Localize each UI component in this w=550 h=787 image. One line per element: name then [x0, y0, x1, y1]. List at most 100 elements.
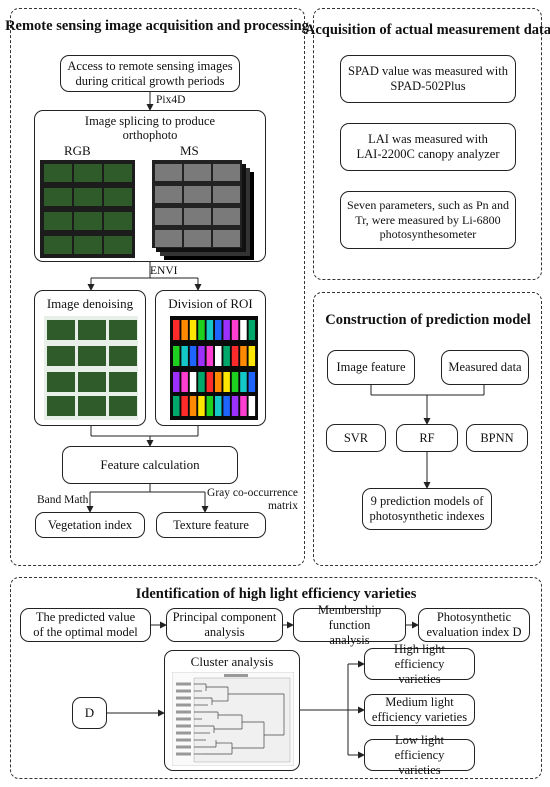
ms-plot	[155, 186, 182, 203]
roi-strip	[173, 346, 180, 366]
d-box: D	[72, 697, 107, 729]
field-plot	[104, 212, 132, 230]
roi-strip	[223, 320, 230, 340]
pca-box: Principal component analysis	[166, 608, 283, 642]
band-math-label: Band Math	[37, 494, 89, 506]
ms-label: MS	[180, 143, 199, 158]
denoised-plot	[78, 396, 106, 416]
prediction-models-box: 9 prediction models of photosynthetic in…	[362, 488, 492, 530]
roi-strip	[198, 346, 205, 366]
roi-strip	[181, 396, 188, 416]
roi-strip	[248, 396, 256, 416]
roi-strip	[173, 396, 180, 416]
panel-title-remote-sensing: Remote sensing image acquisition and pro…	[5, 18, 309, 34]
ms-plot	[155, 230, 182, 247]
field-plot	[104, 164, 132, 182]
field-plot	[74, 236, 102, 254]
high-efficiency-box: High light efficiency varieties	[364, 642, 475, 686]
access-images-box: Access to remote sensing images during c…	[60, 55, 240, 92]
roi-strip	[240, 320, 247, 340]
dendrogram-leaf-label	[176, 696, 191, 700]
roi-strip	[173, 320, 180, 340]
dendrogram-leaf-label	[176, 752, 191, 756]
cluster-analysis-title: Cluster analysis	[190, 654, 274, 669]
panel-title-measurement: Acquisition of actual measurement data	[304, 22, 550, 38]
denoised-plot	[47, 320, 75, 340]
denoised-plot	[47, 372, 75, 392]
roi-strip	[240, 346, 247, 366]
image-denoising-title: Image denoising	[46, 296, 134, 311]
seven-params-box: Seven parameters, such as Pn and Tr, wer…	[340, 191, 516, 249]
roi-strip	[189, 320, 197, 340]
roi-strip	[248, 320, 256, 340]
rf-box: RF	[396, 424, 458, 452]
roi-strip	[206, 372, 214, 392]
pix4d-label: Pix4D	[156, 94, 186, 106]
ms-plot	[213, 230, 240, 247]
dendrogram-leaf-label	[176, 703, 191, 707]
panel-remote-sensing	[10, 8, 305, 566]
ms-plot	[184, 164, 211, 181]
glcm-label: Gray co-occurrence matrix	[207, 487, 298, 513]
roi-strip	[181, 346, 188, 366]
roi-strip	[231, 320, 239, 340]
roi-strip	[181, 320, 188, 340]
evaluation-index-box: Photosynthetic evaluation index D	[418, 608, 530, 642]
dendrogram-leaf-label	[176, 724, 191, 728]
roi-strip	[189, 372, 197, 392]
denoised-plot	[78, 372, 106, 392]
rgb-label: RGB	[64, 143, 91, 158]
roi-strip	[248, 346, 256, 366]
vegetation-index-box: Vegetation index	[35, 512, 145, 538]
dendrogram-leaf-label	[176, 682, 191, 686]
texture-feature-box: Texture feature	[156, 512, 266, 538]
roi-strip	[231, 396, 239, 416]
roi-strip	[223, 396, 230, 416]
panel-identification	[10, 577, 542, 779]
dendrogram-leaf-label	[176, 710, 191, 714]
bpnn-box: BPNN	[466, 424, 528, 452]
roi-strip	[189, 396, 197, 416]
panel-title-identification: Identification of high light efficiency …	[135, 586, 417, 602]
measured-data-box: Measured data	[441, 350, 529, 385]
denoised-plot	[109, 320, 137, 340]
roi-strip	[240, 396, 247, 416]
roi-strip	[231, 372, 239, 392]
low-efficiency-box: Low light efficiency varieties	[364, 733, 475, 777]
roi-strip	[198, 396, 205, 416]
field-plot	[74, 212, 102, 230]
roi-strip	[181, 372, 188, 392]
roi-strip	[206, 320, 214, 340]
roi-strip	[198, 320, 205, 340]
roi-strip	[189, 346, 197, 366]
denoised-plot	[47, 346, 75, 366]
roi-strip	[173, 372, 180, 392]
ms-plot	[184, 186, 211, 203]
ms-plot	[155, 208, 182, 225]
dendrogram-axis-label	[224, 674, 248, 677]
denoised-plot	[47, 396, 75, 416]
denoised-plot	[78, 320, 106, 340]
roi-strip	[223, 372, 230, 392]
denoised-plot	[78, 346, 106, 366]
lai-box: LAI was measured with LAI-2200C canopy a…	[340, 123, 516, 171]
denoised-plot	[109, 346, 137, 366]
dendrogram-leaf-label	[176, 745, 191, 749]
ms-plot	[213, 186, 240, 203]
denoised-plot	[109, 396, 137, 416]
ms-orthophoto-image	[152, 160, 254, 260]
field-plot	[74, 188, 102, 206]
panel-prediction-model	[313, 292, 542, 566]
roi-strip	[206, 396, 214, 416]
roi-strip	[240, 372, 247, 392]
field-plot	[44, 236, 72, 254]
field-plot	[44, 164, 72, 182]
roi-strip	[248, 372, 256, 392]
field-plot	[104, 236, 132, 254]
dendrogram-leaf-label	[176, 738, 191, 742]
roi-strip	[231, 346, 239, 366]
field-plot	[104, 188, 132, 206]
image-feature-box: Image feature	[327, 350, 415, 385]
